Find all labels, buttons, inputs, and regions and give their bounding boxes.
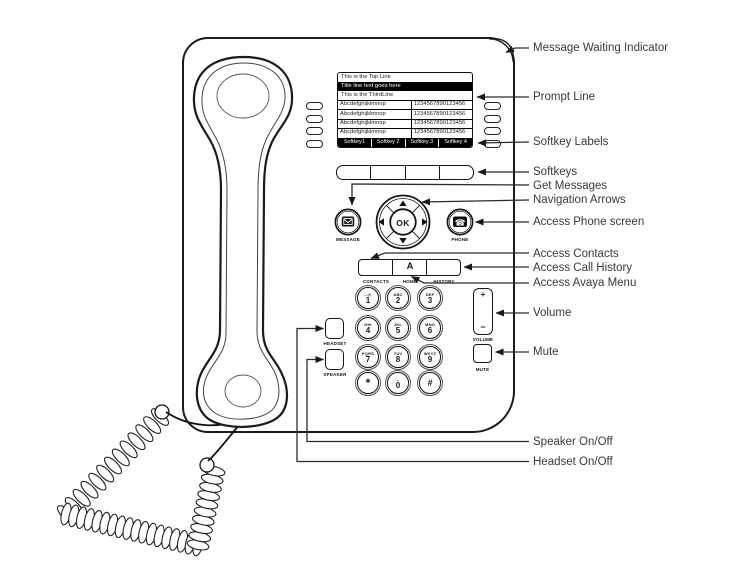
line-number: 1234567890123456 xyxy=(413,101,466,108)
softkey-label: Softkey 2 xyxy=(371,138,405,147)
softkey-button xyxy=(438,166,473,179)
line-button xyxy=(306,115,323,123)
line-button xyxy=(306,127,323,135)
volume-down-label: − xyxy=(480,322,486,332)
callout-softkeys: Softkeys xyxy=(533,166,578,178)
callout-message-waiting-indicator: Message Waiting Indicator xyxy=(533,42,669,54)
screen-softkey-labels: Softkey1 Softkey 2 Softkey 3 Softkey 4 xyxy=(338,137,472,147)
phone-button-caption: PHONE xyxy=(451,237,469,242)
line-number: 1234567890123456 xyxy=(413,110,466,117)
contacts-button xyxy=(359,260,392,275)
speaker-button-caption: SPEAKER xyxy=(323,372,347,377)
callout-access-contacts: Access Contacts xyxy=(533,248,619,260)
callout-access-call-history: Access Call History xyxy=(533,262,633,274)
keypad-key-hash: # xyxy=(417,370,443,396)
line-name: Abcdefghijklmnop xyxy=(338,101,412,110)
history-button xyxy=(426,259,460,275)
line-number: 1234567890123456 xyxy=(413,129,466,136)
callout-navigation-arrows: Navigation Arrows xyxy=(533,194,626,206)
callout-access-phone-screen: Access Phone screen xyxy=(533,216,645,228)
callout-get-messages: Get Messages xyxy=(533,180,608,192)
screen-line-row: Abcdefghijklmnop 1234567890123456 xyxy=(338,118,472,129)
softkey-button xyxy=(404,166,439,179)
line-name: Abcdefghijklmnop xyxy=(338,129,412,138)
line-name: Abcdefghijklmnop xyxy=(338,110,412,119)
screen-top-line: This is the Top Line xyxy=(341,73,391,80)
contacts-button-caption: CONTACTS xyxy=(362,278,390,284)
callout-speaker-on-off: Speaker On/Off xyxy=(533,436,613,448)
softkey-label: Softkey 4 xyxy=(439,138,472,147)
ok-button-label: OK xyxy=(396,217,410,228)
callout-headset-on-off: Headset On/Off xyxy=(533,456,613,468)
softkeys-bar xyxy=(336,165,474,180)
screen-line-row: Abcdefghijklmnop 1234567890123456 xyxy=(338,128,472,138)
screen-third-line: This is the ThirdLine xyxy=(341,91,394,98)
screen-line-row: Abcdefghijklmnop 1234567890123456 xyxy=(338,109,472,119)
keypad-key-1: -.@1 xyxy=(355,285,381,311)
callout-access-avaya-menu: Access Avaya Menu xyxy=(533,277,637,289)
line-button xyxy=(484,102,501,110)
home-a-icon: A xyxy=(406,261,414,272)
line-button xyxy=(484,127,501,135)
callout-prompt-line: Prompt Line xyxy=(533,91,596,103)
headset-button xyxy=(325,318,344,339)
softkey-label: Softkey1 xyxy=(338,138,371,147)
volume-caption: VOLUME xyxy=(472,337,494,342)
callout-volume: Volume xyxy=(533,307,572,319)
phone-screen: This is the Top Line Title line text goe… xyxy=(337,72,473,148)
mute-button-caption: MUTE xyxy=(475,366,490,372)
callout-softkey-labels: Softkey Labels xyxy=(533,136,609,148)
softkey-label: Softkey 3 xyxy=(405,138,439,147)
history-button-caption: HISTORY xyxy=(433,278,455,284)
line-button xyxy=(484,115,501,123)
home-button xyxy=(392,259,426,275)
line-button xyxy=(306,102,323,110)
speaker-button xyxy=(325,349,344,370)
volume-up-label: + xyxy=(480,290,486,299)
line-button xyxy=(306,140,323,148)
screen-title-line: Title line text goes here xyxy=(338,82,472,91)
home-button-caption: HOME xyxy=(402,278,418,284)
keypad-key-0: –0 xyxy=(385,370,411,396)
softkey-button xyxy=(337,166,370,179)
keypad-key-star: * xyxy=(355,370,381,396)
screen-line-row: Abcdefghijklmnop 1234567890123456 xyxy=(338,100,472,110)
line-number: 1234567890123456 xyxy=(413,120,466,127)
line-button xyxy=(484,140,501,148)
headset-button-caption: HEADSET xyxy=(323,341,347,346)
line-name: Abcdefghijklmnop xyxy=(338,119,412,129)
callout-mute: Mute xyxy=(533,346,559,358)
mute-button xyxy=(473,344,492,363)
message-button-caption: MESSAGE xyxy=(336,237,360,242)
softkey-button xyxy=(370,166,404,179)
